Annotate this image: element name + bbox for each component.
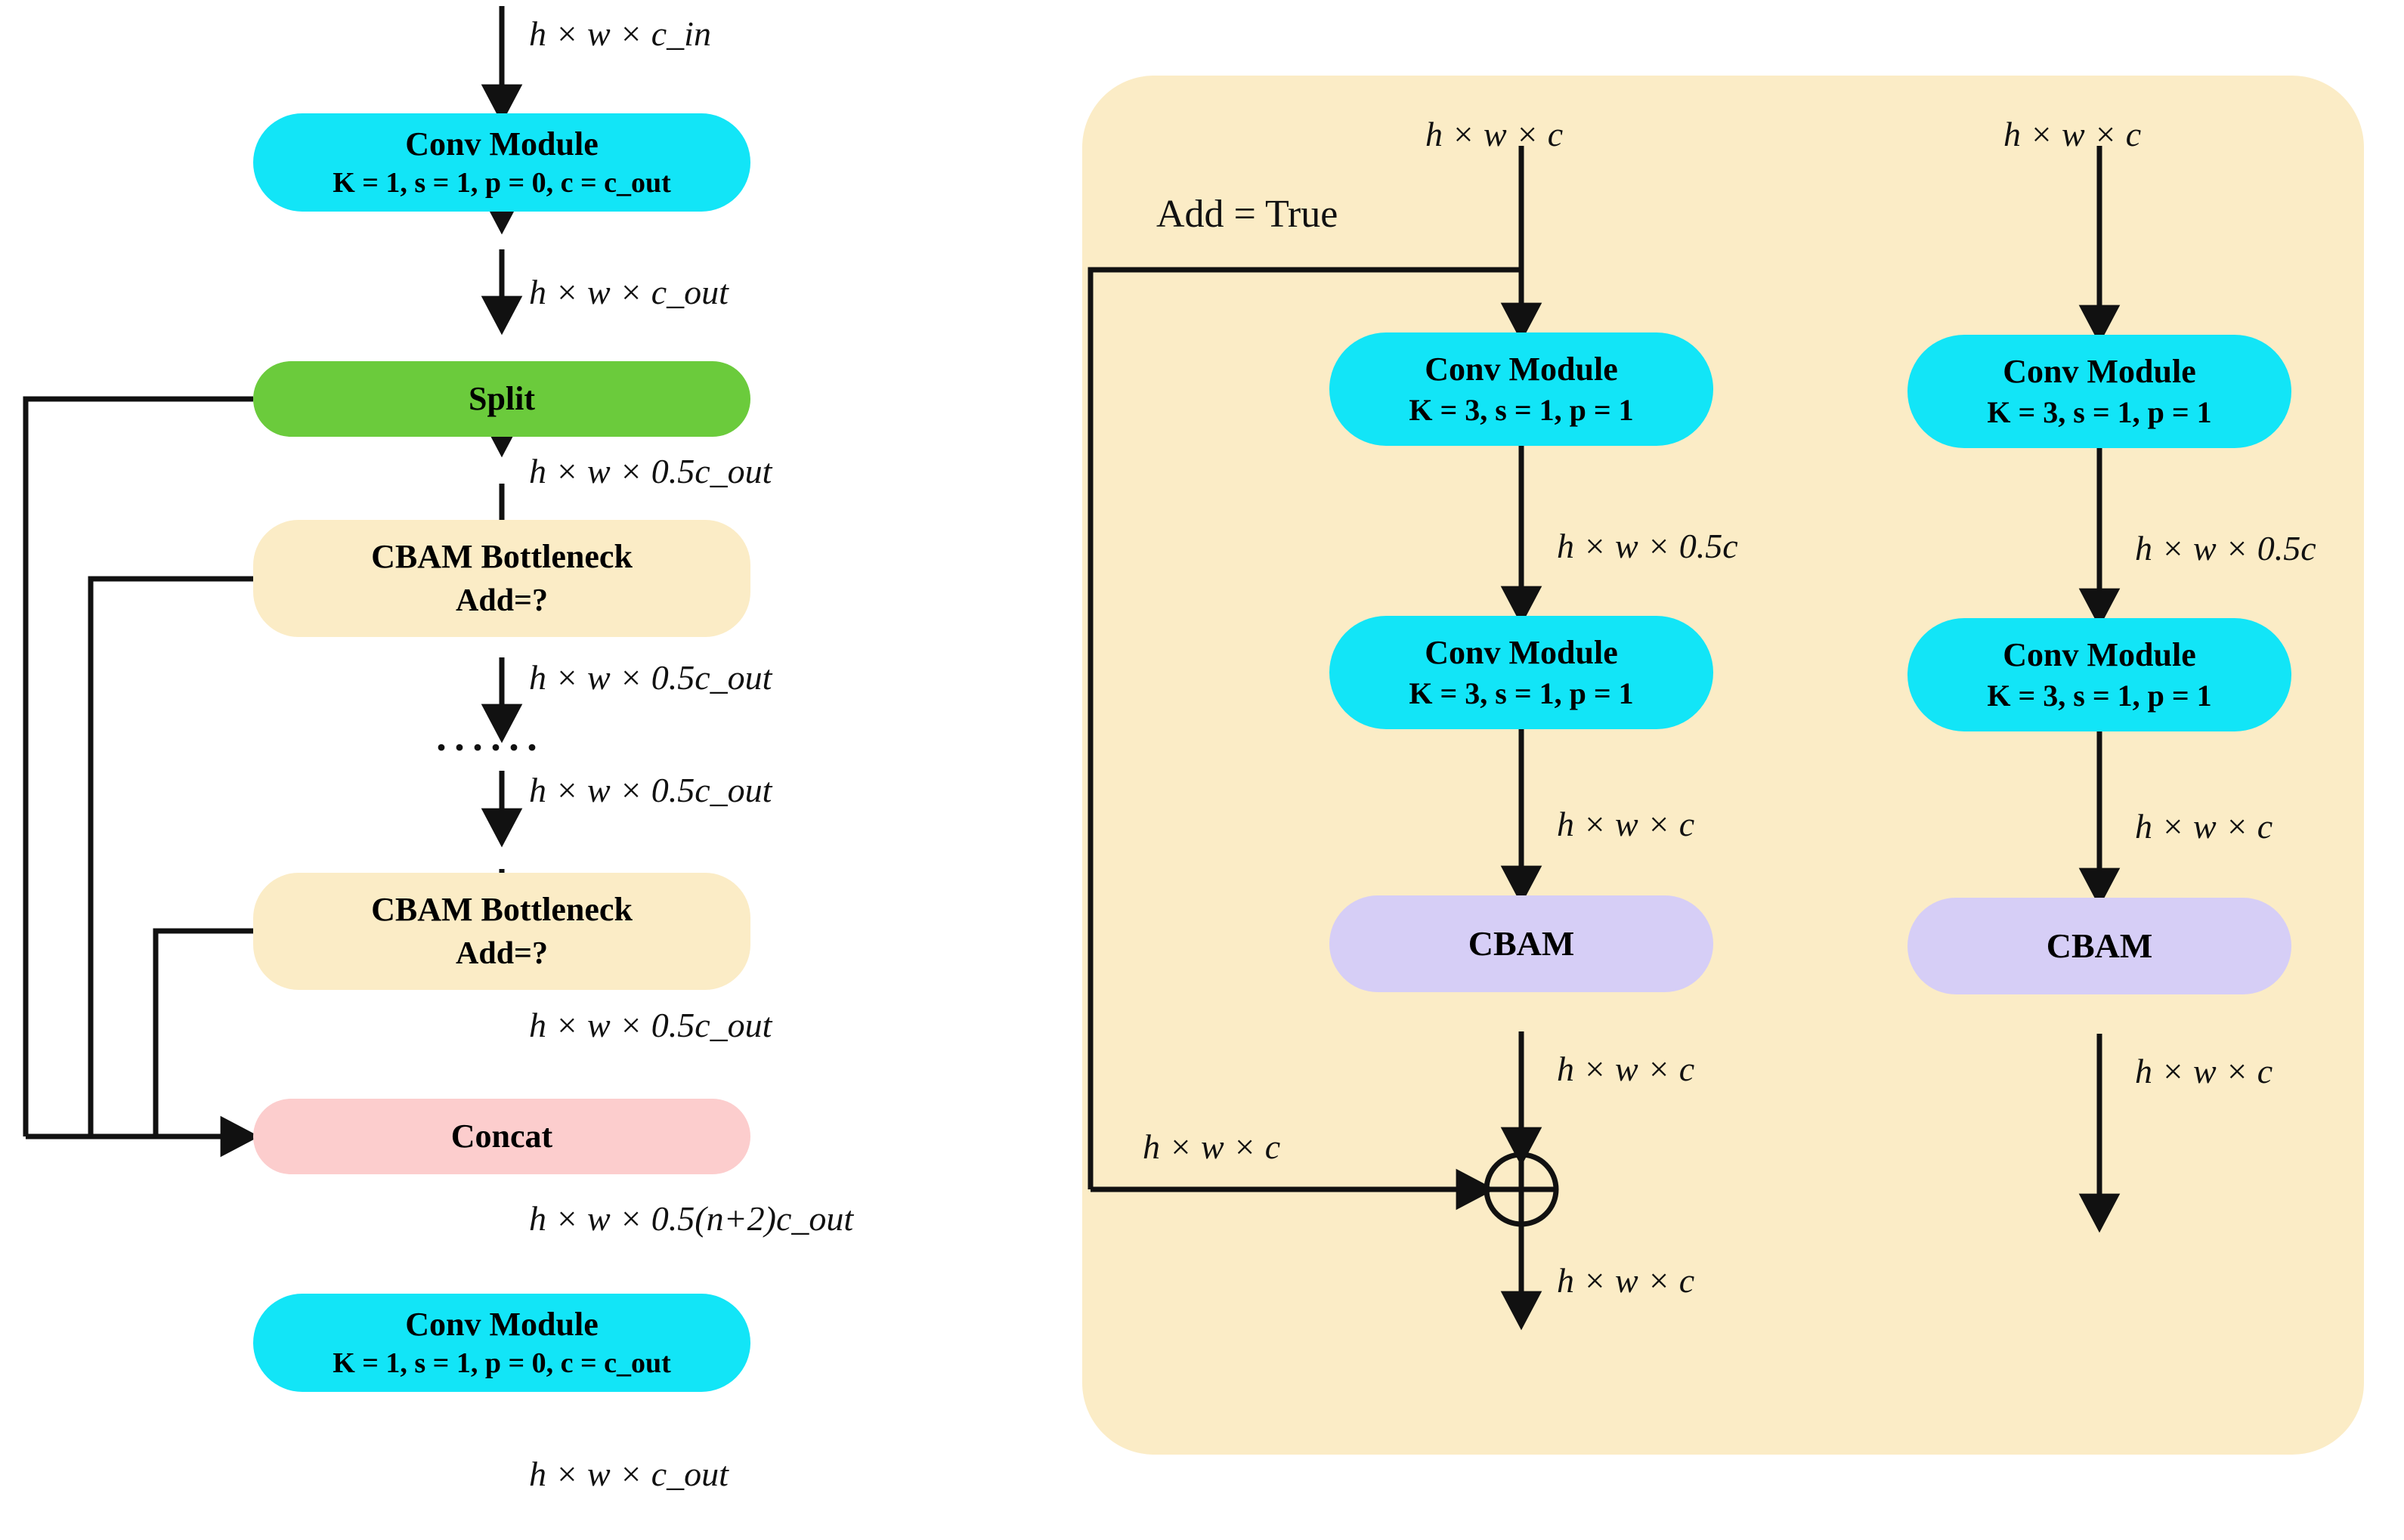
node-conv-b2[interactable]: Conv Module K = 3, s = 1, p = 1: [1907, 618, 2291, 731]
cbam-bottleneck-detail-panel: [1082, 76, 2364, 1455]
node-conv-b2-title: Conv Module: [2003, 635, 2196, 673]
label-a-cbam-to-add: h × w × c: [1557, 1050, 1695, 1088]
node-split[interactable]: Split: [253, 361, 750, 437]
label-b-conv1-to-conv2: h × w × 0.5c: [2135, 529, 2316, 567]
node-conv-a2-title: Conv Module: [1425, 633, 1618, 671]
skip-bn2-to-concat: [153, 928, 253, 1136]
label-b-conv2-to-cbam: h × w × c: [2135, 807, 2273, 846]
node-cbam-bottleneck-1-add: Add=?: [456, 583, 548, 618]
node-concat[interactable]: Concat: [253, 1099, 750, 1174]
node-conv-a1-title: Conv Module: [1425, 350, 1618, 388]
node-cbam-bottleneck-1[interactable]: CBAM Bottleneck Add=?: [253, 520, 750, 637]
node-conv-module-bottom[interactable]: Conv Module K = 1, s = 1, p = 0, c = c_o…: [253, 1294, 750, 1392]
label-concat-to-conv: h × w × 0.5(n+2)c_out: [529, 1199, 854, 1238]
node-cbam-bottleneck-2-title: CBAM Bottleneck: [371, 891, 633, 929]
label-repeat-ellipsis: ······: [435, 725, 544, 770]
node-conv-module-top-params: K = 1, s = 1, p = 0, c = c_out: [333, 167, 671, 199]
node-conv-b1-params: K = 3, s = 1, p = 1: [1987, 395, 2212, 430]
node-cbam-bottleneck-2[interactable]: CBAM Bottleneck Add=?: [253, 873, 750, 990]
label-a-conv1-to-conv2: h × w × 0.5c: [1557, 527, 1738, 565]
node-cbam-bottleneck-1-title: CBAM Bottleneck: [371, 538, 633, 576]
label-bn2-to-concat: h × w × 0.5c_out: [529, 1006, 772, 1044]
node-concat-title: Concat: [450, 1118, 553, 1155]
label-a-skip-to-add: h × w × c: [1143, 1127, 1281, 1166]
label-left-input: h × w × c_in: [529, 14, 711, 53]
node-conv-module-bottom-params: K = 1, s = 1, p = 0, c = c_out: [333, 1347, 671, 1380]
node-conv-a2[interactable]: Conv Module K = 3, s = 1, p = 1: [1329, 616, 1713, 729]
skip-bn1-to-concat: [88, 576, 253, 1136]
node-cbam-bottleneck-2-add: Add=?: [456, 935, 548, 971]
node-conv-a1-params: K = 3, s = 1, p = 1: [1409, 393, 1634, 428]
node-conv-module-top-title: Conv Module: [405, 125, 599, 163]
node-conv-b2-params: K = 3, s = 1, p = 1: [1987, 679, 2212, 713]
label-branch-a-input: h × w × c: [1425, 115, 1564, 153]
node-cbam-b[interactable]: CBAM: [1907, 898, 2291, 994]
skip-split-to-concat: [23, 396, 253, 1136]
label-left-output: h × w × c_out: [529, 1455, 729, 1493]
label-a-output: h × w × c: [1557, 1261, 1695, 1300]
label-a-conv2-to-cbam: h × w × c: [1557, 805, 1695, 843]
label-branch-b-input: h × w × c: [2003, 115, 2142, 153]
label-bn1-to-dots: h × w × 0.5c_out: [529, 658, 772, 697]
node-cbam-a[interactable]: CBAM: [1329, 895, 1713, 992]
node-conv-module-bottom-title: Conv Module: [405, 1306, 599, 1344]
label-add-true-flag: Add = True: [1156, 193, 1338, 236]
node-conv-module-top[interactable]: Conv Module K = 1, s = 1, p = 0, c = c_o…: [253, 113, 750, 212]
node-conv-b1-title: Conv Module: [2003, 352, 2196, 390]
node-conv-a1[interactable]: Conv Module K = 3, s = 1, p = 1: [1329, 332, 1713, 446]
node-split-title: Split: [468, 380, 536, 418]
label-b-output: h × w × c: [2135, 1052, 2273, 1090]
label-conv-top-to-split: h × w × c_out: [529, 273, 729, 311]
label-split-to-bn1: h × w × 0.5c_out: [529, 452, 772, 490]
node-cbam-b-title: CBAM: [2046, 926, 2153, 966]
node-conv-b1[interactable]: Conv Module K = 3, s = 1, p = 1: [1907, 335, 2291, 448]
node-conv-a2-params: K = 3, s = 1, p = 1: [1409, 676, 1634, 711]
label-dots-to-bn2: h × w × 0.5c_out: [529, 771, 772, 809]
node-cbam-a-title: CBAM: [1468, 924, 1575, 963]
